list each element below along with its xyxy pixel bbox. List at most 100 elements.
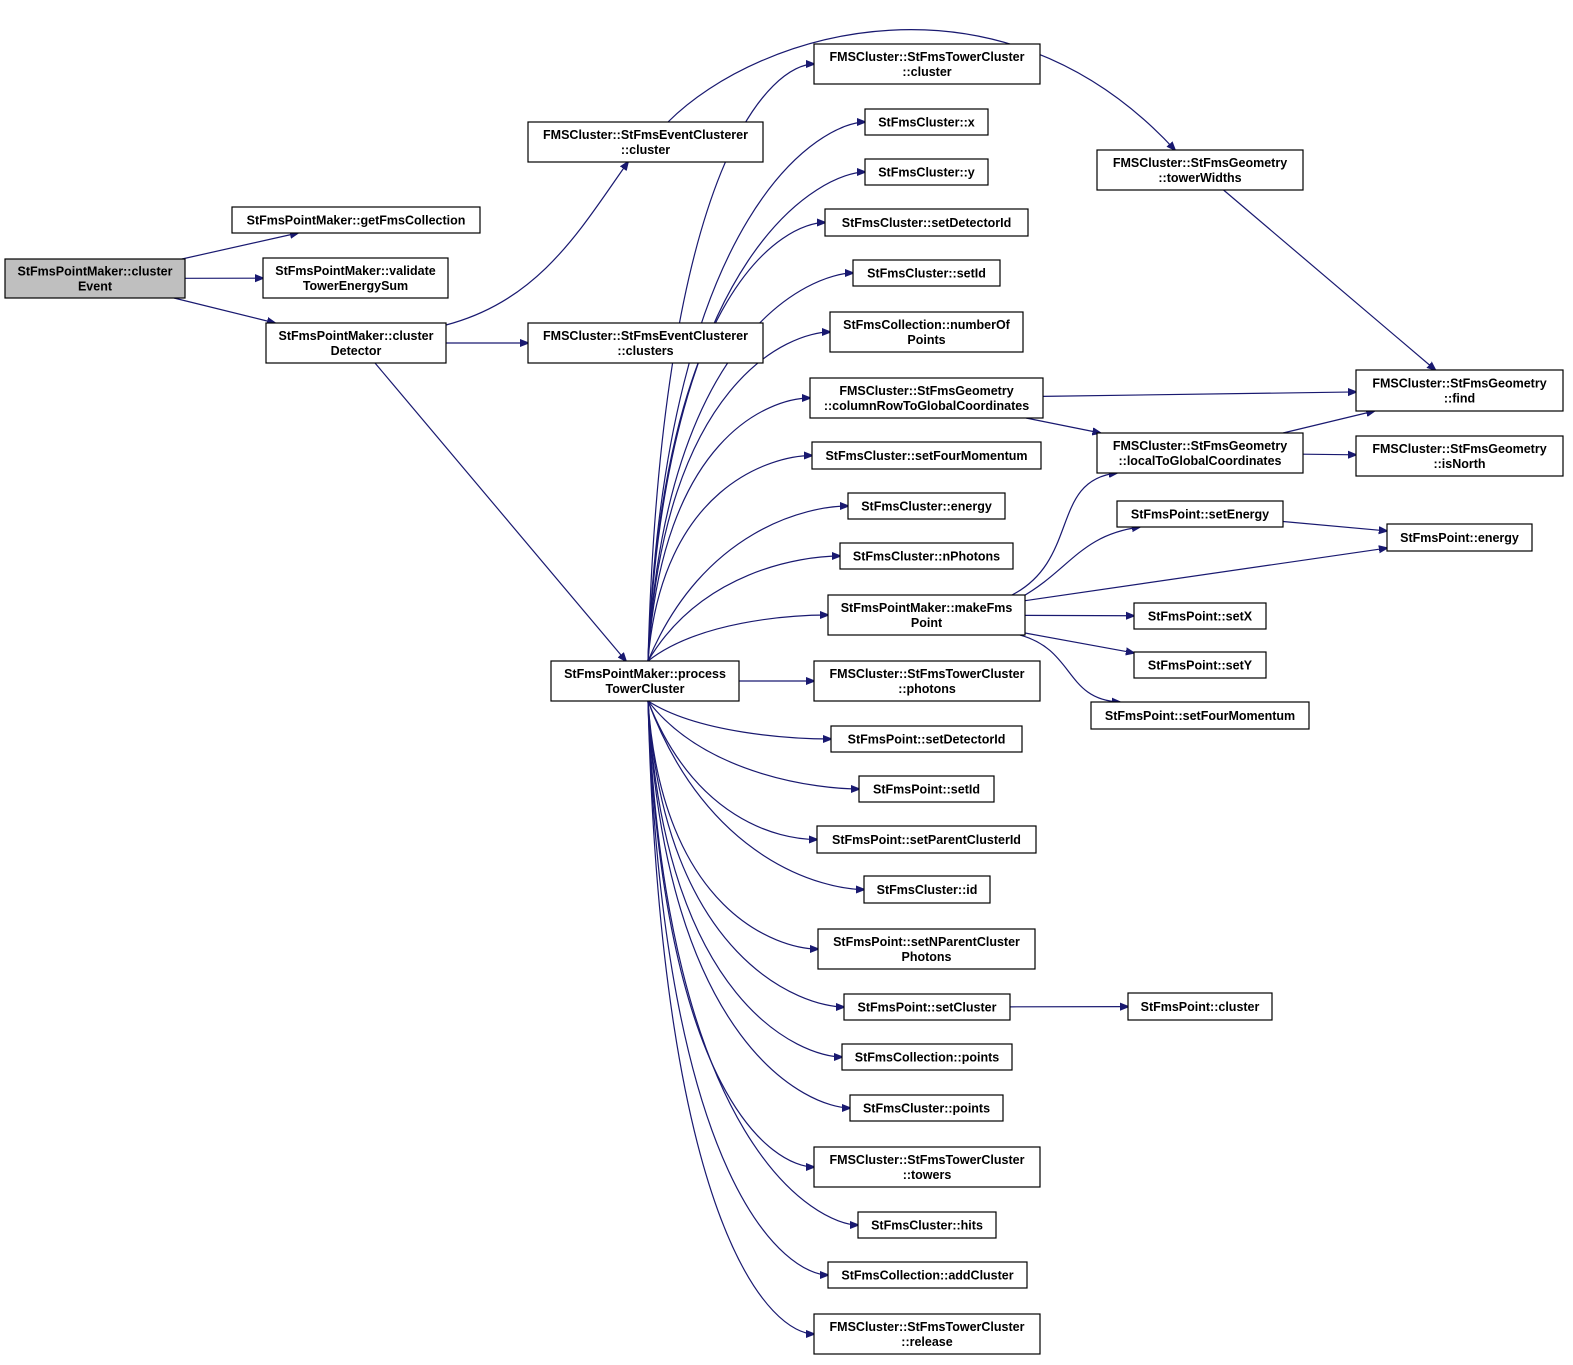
node-c-set-four-momentum[interactable]: StFmsCluster::setFourMomentum: [811, 441, 1042, 470]
edge-ec-cluster-to-geo-tower-widths: [667, 29, 1175, 150]
node-label: StFmsCluster::id: [877, 883, 978, 897]
node-geo-is-north[interactable]: FMSCluster::StFmsGeometry::isNorth: [1355, 435, 1564, 477]
node-p-set-y[interactable]: StFmsPoint::setY: [1133, 651, 1267, 679]
node-label: TowerCluster: [606, 682, 685, 696]
node-p-set-x[interactable]: StFmsPoint::setX: [1133, 602, 1267, 630]
node-box: [1355, 435, 1564, 477]
node-label: Detector: [331, 344, 382, 358]
node-box: [852, 259, 1001, 287]
node-label: Point: [911, 616, 943, 630]
node-box: [4, 258, 186, 299]
node-p-cluster[interactable]: StFmsPoint::cluster: [1127, 992, 1273, 1021]
node-box: [864, 158, 989, 186]
node-label: ::isNorth: [1433, 457, 1485, 471]
node-label: FMSCluster::StFmsEventClusterer: [543, 329, 748, 343]
node-label: ::cluster: [621, 143, 670, 157]
edge-process-tower-cluster-to-tc-release: [647, 700, 814, 1334]
node-geo-find[interactable]: FMSCluster::StFmsGeometry::find: [1355, 369, 1564, 412]
node-c-nphotons[interactable]: StFmsCluster::nPhotons: [839, 542, 1014, 570]
node-label: ::localToGlobalCoordinates: [1119, 454, 1282, 468]
node-label: ::towerWidths: [1158, 171, 1241, 185]
edge-geo-local-to-global-to-geo-find: [1282, 411, 1374, 434]
node-c-id[interactable]: StFmsCluster::id: [863, 875, 991, 904]
node-label: FMSCluster::StFmsGeometry: [839, 384, 1013, 398]
node-geo-tower-widths[interactable]: FMSCluster::StFmsGeometry::towerWidths: [1096, 149, 1304, 191]
node-box: [813, 660, 1041, 702]
node-p-set-cluster[interactable]: StFmsPoint::setCluster: [843, 993, 1011, 1021]
edge-process-tower-cluster-to-tc-cluster: [647, 64, 814, 662]
node-c-y[interactable]: StFmsCluster::y: [864, 158, 989, 186]
node-p-set-detector-id[interactable]: StFmsPoint::setDetectorId: [830, 725, 1023, 753]
node-ec-clusters[interactable]: FMSCluster::StFmsEventClusterer::cluster…: [527, 322, 764, 364]
node-box: [858, 775, 995, 803]
edge-process-tower-cluster-to-c-id: [647, 700, 864, 890]
node-geo-column-row[interactable]: FMSCluster::StFmsGeometry::columnRowToGl…: [809, 377, 1044, 419]
edge-process-tower-cluster-to-col-add-cluster: [647, 700, 828, 1275]
edges: [173, 29, 1436, 1334]
node-label: StFmsCluster::nPhotons: [853, 550, 1000, 564]
edge-make-fms-point-to-p-energy: [1024, 548, 1387, 602]
node-p-set-id[interactable]: StFmsPoint::setId: [858, 775, 995, 803]
node-tc-cluster[interactable]: FMSCluster::StFmsTowerCluster::cluster: [813, 43, 1041, 85]
node-label: ::towers: [903, 1168, 952, 1182]
nodes: StFmsPointMaker::clusterEventStFmsPointM…: [4, 43, 1564, 1355]
node-box: [849, 1094, 1004, 1122]
node-c-points[interactable]: StFmsCluster::points: [849, 1094, 1004, 1122]
node-p-energy[interactable]: StFmsPoint::energy: [1386, 523, 1533, 552]
edge-cluster-detector-to-ec-cluster: [445, 162, 628, 326]
node-ec-cluster[interactable]: FMSCluster::StFmsEventClusterer::cluster: [527, 121, 764, 163]
node-c-set-detector-id[interactable]: StFmsCluster::setDetectorId: [824, 208, 1029, 237]
node-tc-photons[interactable]: FMSCluster::StFmsTowerCluster::photons: [813, 660, 1041, 702]
node-box: [813, 1313, 1041, 1355]
node-c-hits[interactable]: StFmsCluster::hits: [857, 1211, 997, 1239]
edge-process-tower-cluster-to-col-points: [647, 700, 842, 1057]
node-box: [813, 1146, 1041, 1188]
node-label: StFmsPoint::setEnergy: [1131, 508, 1269, 522]
node-p-set-energy[interactable]: StFmsPoint::setEnergy: [1116, 500, 1284, 528]
node-geo-local-to-global[interactable]: FMSCluster::StFmsGeometry::localToGlobal…: [1096, 432, 1304, 474]
node-tc-release[interactable]: FMSCluster::StFmsTowerCluster::release: [813, 1313, 1041, 1355]
node-c-x[interactable]: StFmsCluster::x: [864, 108, 989, 136]
node-label: FMSCluster::StFmsGeometry: [1372, 442, 1546, 456]
node-label: StFmsPointMaker::process: [564, 667, 726, 681]
edge-process-tower-cluster-to-p-set-id: [647, 700, 859, 789]
edge-process-tower-cluster-to-p-set-parent-cluster-id: [647, 700, 817, 840]
node-c-energy[interactable]: StFmsCluster::energy: [847, 492, 1006, 520]
node-c-set-id[interactable]: StFmsCluster::setId: [852, 259, 1001, 287]
node-col-add-cluster[interactable]: StFmsCollection::addCluster: [827, 1261, 1028, 1289]
edge-geo-tower-widths-to-geo-find: [1223, 189, 1436, 370]
node-label: StFmsPointMaker::cluster: [18, 265, 173, 279]
node-box: [1116, 500, 1284, 528]
edge-process-tower-cluster-to-p-set-cluster: [647, 700, 844, 1007]
node-label: StFmsPoint::setCluster: [858, 1001, 997, 1015]
edge-geo-column-row-to-geo-local-to-global: [1025, 417, 1101, 433]
node-box: [847, 492, 1006, 520]
node-box: [827, 1261, 1028, 1289]
edge-cluster-event-to-cluster-detector: [173, 297, 275, 323]
node-label: StFmsPoint::setId: [873, 783, 980, 797]
node-col-points[interactable]: StFmsCollection::points: [841, 1043, 1013, 1071]
edge-p-set-energy-to-p-energy: [1282, 520, 1387, 531]
node-box: [265, 322, 447, 364]
node-tc-towers[interactable]: FMSCluster::StFmsTowerCluster::towers: [813, 1146, 1041, 1188]
edge-process-tower-cluster-to-c-nphotons: [647, 556, 840, 662]
node-box: [231, 206, 481, 234]
edge-cluster-detector-to-process-tower-cluster: [374, 362, 626, 661]
node-box: [550, 660, 740, 702]
node-box: [813, 43, 1041, 85]
edge-process-tower-cluster-to-c-x: [647, 122, 865, 662]
node-label: StFmsCluster::energy: [861, 500, 992, 514]
node-box: [817, 928, 1036, 970]
node-p-set-four-momentum[interactable]: StFmsPoint::setFourMomentum: [1090, 701, 1310, 730]
node-label: StFmsCluster::setId: [867, 267, 986, 281]
node-p-set-parent-cluster-id[interactable]: StFmsPoint::setParentClusterId: [816, 825, 1037, 854]
node-get-fms-collection[interactable]: StFmsPointMaker::getFmsCollection: [231, 206, 481, 234]
node-label: StFmsPointMaker::cluster: [279, 329, 434, 343]
